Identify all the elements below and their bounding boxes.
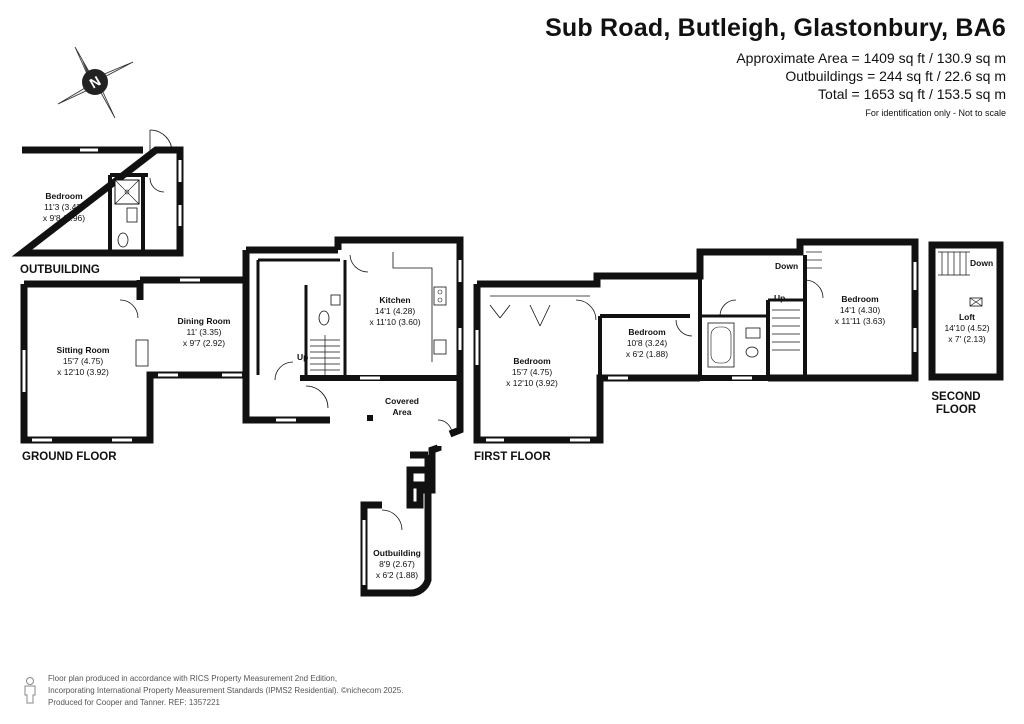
second-floor-label-line1: SECOND: [931, 391, 980, 403]
footer-line3: Produced for Cooper and Tanner. REF: 135…: [48, 698, 220, 707]
first-stairs-down-label: Down: [775, 261, 798, 271]
sitting-room-dim2: x 12'10 (3.92): [57, 367, 109, 377]
disclaimer-note: For identification only - Not to scale: [865, 108, 1006, 118]
dining-room-name: Dining Room: [178, 316, 231, 326]
loft-dim2: x 7' (2.13): [948, 334, 986, 344]
sitting-room-dim1: 15'7 (4.75): [63, 356, 104, 366]
bedroom2-dim2: x 6'2 (1.88): [626, 349, 668, 359]
dining-room-dim2: x 9'7 (2.92): [183, 338, 225, 348]
bedroom3-name: Bedroom: [841, 294, 879, 304]
outbuilding-floor-label: OUTBUILDING: [20, 264, 100, 276]
bedroom3-dim2: x 11'11 (3.63): [835, 316, 886, 326]
footer-line2: Incorporating International Property Mea…: [48, 686, 404, 695]
bedroom1-name: Bedroom: [513, 356, 551, 366]
bedroom2-dim1: 10'8 (3.24): [627, 338, 668, 348]
bedroom3-dim1: 14'1 (4.30): [840, 305, 881, 315]
loft-stairs-down-label: Down: [970, 258, 993, 268]
kitchen-name: Kitchen: [379, 295, 410, 305]
covered-area-line2: Area: [393, 407, 412, 417]
outbuildings-area: Outbuildings = 244 sq ft / 22.6 sq m: [785, 68, 1006, 84]
dining-room-dim1: 11' (3.35): [186, 327, 221, 337]
ob-bedroom-name: Bedroom: [45, 191, 83, 201]
ground-stairs-up-label: Up: [297, 352, 308, 362]
person-icon: [24, 677, 36, 704]
bedroom2-name: Bedroom: [628, 327, 666, 337]
ground-floor-label: GROUND FLOOR: [22, 451, 117, 463]
ob-bedroom-dim2: x 9'8 (2.96): [43, 213, 85, 223]
ground-floor-plan: [20, 236, 464, 597]
approximate-area: Approximate Area = 1409 sq ft / 130.9 sq…: [736, 50, 1006, 66]
property-title: Sub Road, Butleigh, Glastonbury, BA6: [545, 14, 1006, 42]
outbuilding-plan: [11, 129, 184, 257]
covered-area-line1: Covered: [385, 396, 419, 406]
second-floor-label-line2: FLOOR: [936, 404, 977, 416]
sitting-room-name: Sitting Room: [57, 345, 110, 355]
bedroom1-dim1: 15'7 (4.75): [512, 367, 553, 377]
loft-dim1: 14'10 (4.52): [944, 323, 989, 333]
outbuilding-dim2: x 6'2 (1.88): [376, 570, 418, 580]
footer-line1: Floor plan produced in accordance with R…: [48, 674, 338, 683]
ob-bedroom-dim1: 11'3 (3.43): [44, 202, 84, 212]
kitchen-dim2: x 11'10 (3.60): [369, 317, 420, 327]
first-floor-label: FIRST FLOOR: [474, 451, 551, 463]
second-floor-plan: [928, 241, 1004, 381]
outbuilding-dim1: 8'9 (2.67): [379, 559, 415, 569]
bedroom1-dim2: x 12'10 (3.92): [506, 378, 558, 388]
first-floor-plan: [473, 238, 919, 444]
outbuilding-name: Outbuilding: [373, 548, 421, 558]
compass-icon: N: [57, 46, 134, 119]
loft-name: Loft: [959, 312, 975, 322]
first-stairs-up-label: Up: [774, 293, 785, 303]
total-area: Total = 1653 sq ft / 153.5 sq m: [818, 86, 1006, 102]
kitchen-dim1: 14'1 (4.28): [375, 306, 416, 316]
